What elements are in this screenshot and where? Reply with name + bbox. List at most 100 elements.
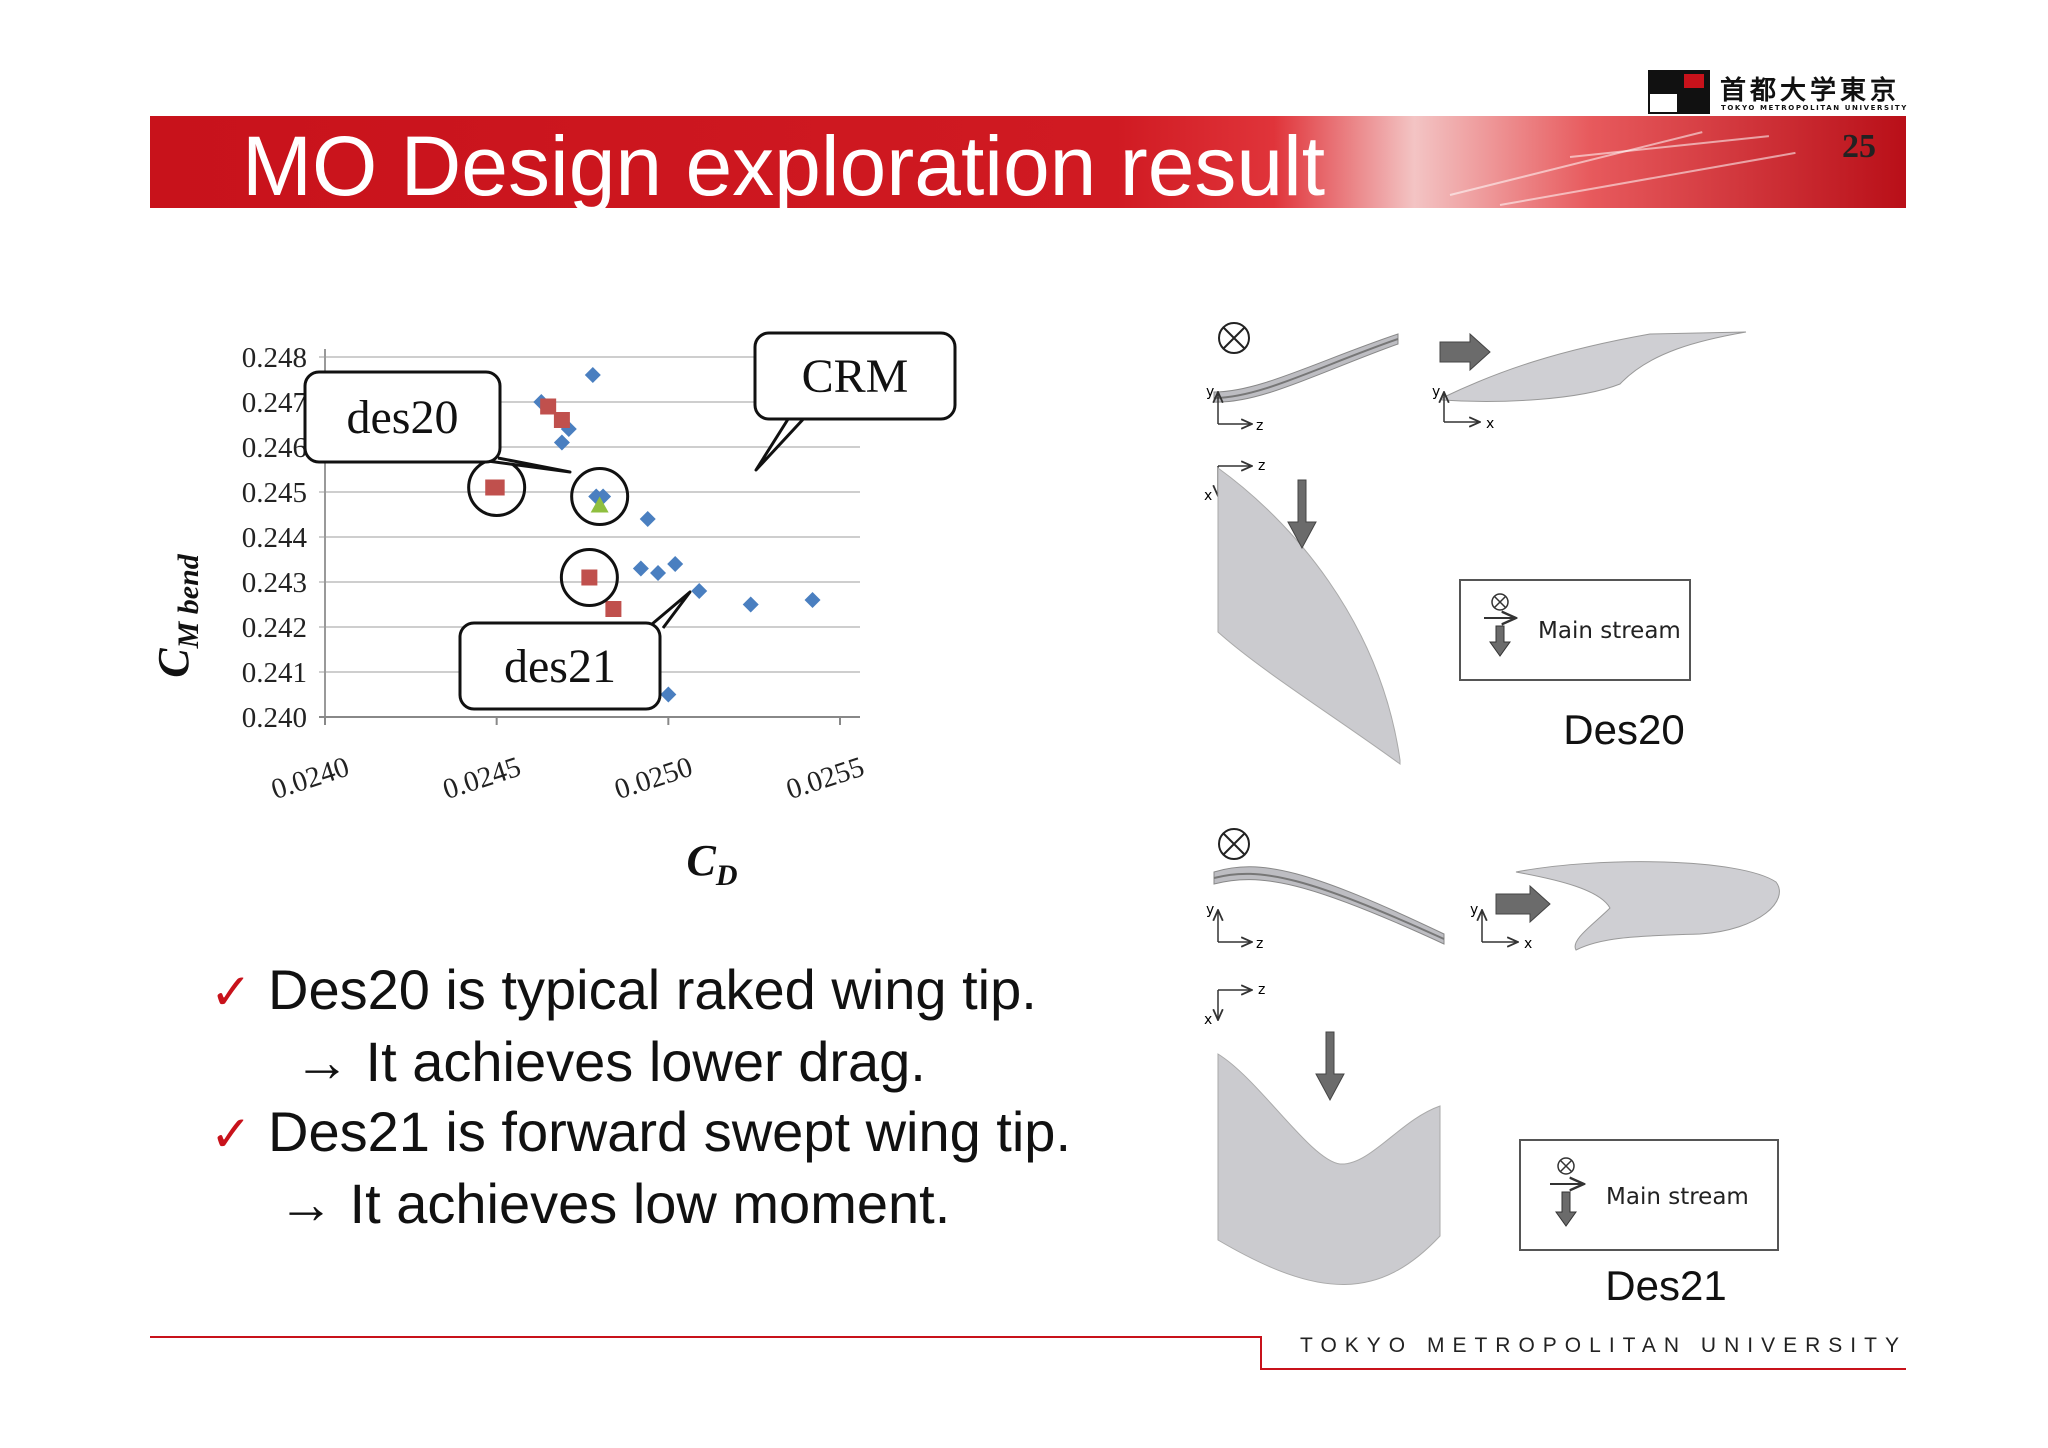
university-logo: 首都大学東京 TOKYO METROPOLITAN UNIVERSITY bbox=[1648, 70, 1908, 118]
y-tick-labels: 0.248 0.247 0.246 0.245 0.244 0.243 0.242 0.241… bbox=[242, 342, 308, 734]
page-number: 25 bbox=[1842, 128, 1876, 165]
callout-label: des20 bbox=[347, 391, 459, 444]
axis-z-label: z bbox=[1258, 982, 1265, 998]
callout-tail bbox=[754, 412, 810, 472]
annotations: des20 CRM des21 bbox=[303, 331, 957, 711]
footer-rule bbox=[1260, 1336, 1262, 1370]
data-point-diamond bbox=[639, 511, 656, 527]
x-tick-labels: 0.0240 0.0245 0.0250 0.0255 bbox=[267, 751, 868, 806]
bullet-text: Des21 is forward swept wing tip. bbox=[268, 1100, 1072, 1163]
y-tick-label: 0.247 bbox=[242, 387, 307, 419]
x-label-main: C bbox=[686, 836, 716, 885]
x-tick-label: 0.0240 bbox=[267, 751, 353, 806]
footer-university-name: TOKYO METROPOLITAN UNIVERSITY bbox=[1300, 1334, 1907, 1357]
axis-y-label: y bbox=[1470, 902, 1478, 918]
data-point-diamond bbox=[584, 367, 601, 383]
data-point-diamond bbox=[804, 592, 821, 608]
callout-label: des21 bbox=[504, 640, 616, 693]
axis-x-label: x bbox=[1524, 936, 1532, 952]
flow-arrow-icon bbox=[1439, 332, 1491, 372]
x-tick-label: 0.0255 bbox=[782, 751, 868, 806]
findings-list: ✓ Des20 is typical raked wing tip. → It a… bbox=[210, 955, 1170, 1239]
bullet-item: ✓ Des21 is forward swept wing tip. bbox=[210, 1097, 1170, 1169]
page-title: MO Design exploration result bbox=[242, 119, 1326, 208]
scatter-chart: 0.248 0.247 0.246 0.245 0.244 0.243 0.242 0.241… bbox=[150, 320, 1130, 960]
y-label-subscript: M bend bbox=[172, 553, 205, 649]
y-axis-label: CM bend bbox=[150, 553, 205, 678]
y-label-main: C bbox=[150, 648, 198, 678]
flow-arrow-icon bbox=[1315, 1031, 1345, 1102]
title-banner: MO Design exploration result 25 bbox=[150, 116, 1906, 208]
data-point-diamond bbox=[742, 596, 759, 613]
axis-y-label: y bbox=[1432, 384, 1440, 400]
data-point-diamond bbox=[632, 560, 649, 577]
y-tick-label: 0.248 bbox=[242, 342, 307, 374]
bullet-subitem: → It achieves lower drag. bbox=[210, 1027, 1170, 1097]
footer-rule bbox=[150, 1336, 1260, 1338]
callout-tail bbox=[644, 590, 692, 632]
axis-y-label: y bbox=[1206, 902, 1214, 918]
y-tick-label: 0.243 bbox=[242, 567, 307, 599]
callout-circle bbox=[559, 548, 619, 607]
callout-circle bbox=[570, 467, 630, 526]
wing-shape-views: y z y x x z Main stream bbox=[1200, 320, 1920, 1320]
bullet-subitem: → It achieves low moment. bbox=[210, 1169, 1170, 1239]
logo-mark bbox=[1648, 70, 1710, 114]
axis-z-label: z bbox=[1256, 936, 1263, 952]
y-tick-label: 0.244 bbox=[242, 522, 308, 554]
x-axis-label: CD bbox=[686, 836, 737, 892]
axis-y-label: y bbox=[1206, 384, 1214, 400]
des20-label: Des20 bbox=[1563, 706, 1684, 753]
data-point-square bbox=[581, 569, 598, 586]
y-tick-label: 0.245 bbox=[242, 477, 307, 509]
bullet-text: Des20 is typical raked wing tip. bbox=[268, 958, 1037, 1021]
check-icon: ✓ bbox=[210, 963, 252, 1021]
des20-front-view: y z bbox=[1206, 322, 1399, 434]
axis-z-label: z bbox=[1256, 418, 1263, 434]
y-tick-label: 0.241 bbox=[242, 657, 307, 689]
des21-label: Des21 bbox=[1605, 1262, 1726, 1309]
des21-side-view: y x bbox=[1470, 861, 1780, 952]
data-point-diamond bbox=[667, 556, 684, 572]
axis-z-label: z bbox=[1258, 458, 1265, 474]
callout-tail bbox=[479, 456, 572, 474]
legend-text: Main stream bbox=[1606, 1184, 1749, 1210]
des20-top-view: x z bbox=[1204, 458, 1401, 765]
y-tick-label: 0.242 bbox=[242, 612, 307, 644]
des20-side-view: y x bbox=[1432, 331, 1747, 432]
wing-shapes-canvas: y z y x x z Main stream bbox=[1204, 322, 1780, 1309]
callout-label: CRM bbox=[802, 350, 909, 403]
data-point-square bbox=[553, 412, 570, 428]
flow-arrow-icon bbox=[1495, 884, 1551, 924]
data-point-diamond bbox=[553, 434, 570, 451]
data-point-diamond bbox=[595, 488, 612, 505]
callout-box bbox=[458, 621, 662, 711]
x-tick-label: 0.0245 bbox=[439, 751, 525, 806]
y-tick-label: 0.240 bbox=[242, 702, 307, 734]
callout-box bbox=[303, 370, 502, 464]
flow-arrow-icon bbox=[1287, 479, 1317, 550]
logo-english-text: TOKYO METROPOLITAN UNIVERSITY bbox=[1721, 104, 1908, 112]
bullet-subtext: → It achieves low moment. bbox=[278, 1172, 951, 1235]
des21-flow-legend: Main stream bbox=[1519, 1139, 1779, 1251]
data-point-square bbox=[540, 398, 557, 415]
x-tick-label: 0.0250 bbox=[611, 751, 697, 806]
axis-x-label: x bbox=[1204, 488, 1212, 504]
logo-japanese-text: 首都大学東京 bbox=[1720, 76, 1901, 106]
check-icon: ✓ bbox=[210, 1105, 252, 1163]
bullet-item: ✓ Des20 is typical raked wing tip. bbox=[210, 955, 1170, 1027]
x-label-subscript: D bbox=[715, 859, 738, 892]
des21-top-view: x z bbox=[1204, 982, 1441, 1285]
axis-x-label: x bbox=[1486, 416, 1494, 432]
data-point-diamond bbox=[691, 583, 708, 599]
chart-canvas: 0.248 0.247 0.246 0.245 0.244 0.243 0.242 0.241… bbox=[150, 331, 957, 892]
data-point-square bbox=[605, 601, 622, 617]
data-point-square bbox=[488, 479, 505, 496]
legend-text: Main stream bbox=[1538, 618, 1681, 644]
data-points bbox=[485, 367, 821, 703]
data-point-diamond bbox=[660, 686, 677, 703]
data-point-triangle bbox=[590, 496, 609, 513]
y-tick-label: 0.246 bbox=[242, 432, 307, 464]
footer-rule bbox=[1260, 1368, 1906, 1370]
axis-x-label: x bbox=[1204, 1012, 1212, 1028]
